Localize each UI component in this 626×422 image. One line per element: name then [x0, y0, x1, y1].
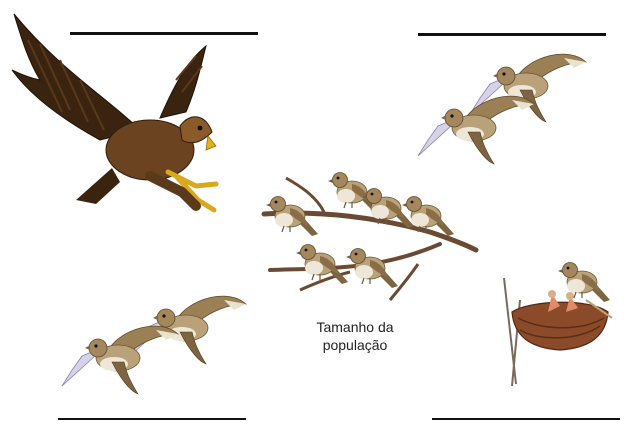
flying-sparrows-icon	[418, 54, 586, 164]
perched-sparrows-branch-icon	[264, 173, 476, 301]
population-size-label-line2: população	[300, 336, 410, 354]
population-size-label: Tamanho da população	[300, 318, 410, 354]
population-size-label-line1: Tamanho da	[300, 318, 410, 336]
flying-sparrows-icon	[62, 296, 246, 394]
nest-with-chicks-icon	[504, 263, 612, 387]
eagle-icon	[12, 14, 216, 210]
